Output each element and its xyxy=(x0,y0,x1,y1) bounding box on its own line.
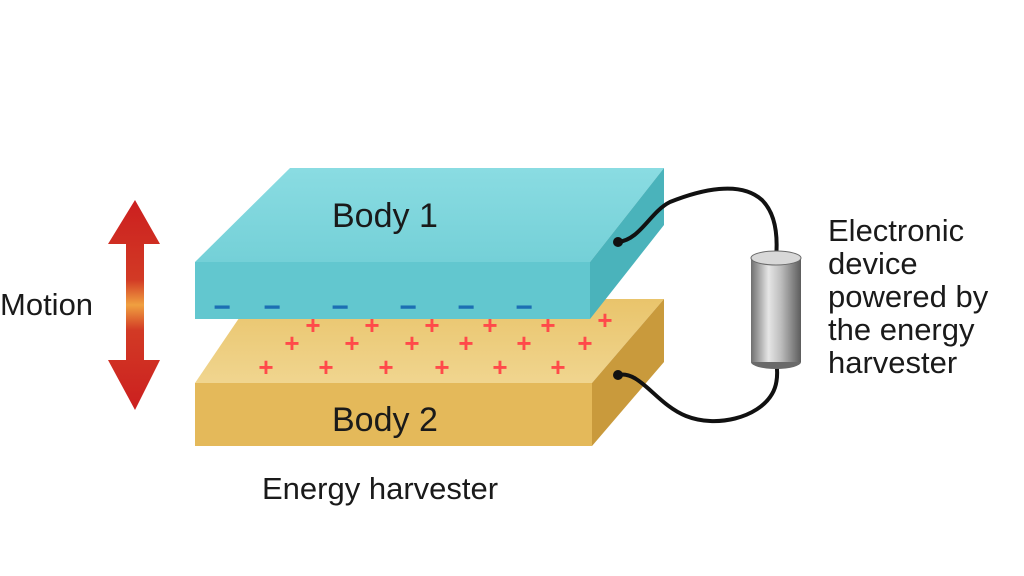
positive-charge: + xyxy=(378,352,393,382)
lower-wire-terminal xyxy=(613,370,623,380)
positive-charge: + xyxy=(344,328,359,358)
device-label-line: powered by xyxy=(828,279,989,314)
negative-charge: − xyxy=(457,291,475,324)
body-1-slab xyxy=(195,168,664,319)
electronic-device-label: Electronic device powered by the energy … xyxy=(828,214,1024,379)
motion-label: Motion xyxy=(0,287,94,322)
negative-charge: − xyxy=(263,291,281,324)
device-label-line: the energy xyxy=(828,312,975,347)
positive-charge: + xyxy=(550,352,565,382)
device-cylinder-top xyxy=(750,250,802,266)
body-1-label: Body 1 xyxy=(332,197,438,235)
body-2-slab xyxy=(195,299,664,446)
positive-charge: + xyxy=(597,305,612,335)
negative-charge: − xyxy=(213,291,231,324)
body-2-side-face xyxy=(592,299,664,446)
body-2-label: Body 2 xyxy=(332,401,438,439)
negative-charge: − xyxy=(399,291,417,324)
body-2-top-face xyxy=(195,299,664,383)
positive-charge: + xyxy=(458,328,473,358)
positive-charge: + xyxy=(258,352,273,382)
positive-charge: + xyxy=(434,352,449,382)
device-cylinder-body xyxy=(751,258,801,362)
device-cylinder-bottom xyxy=(751,362,801,369)
positive-charge: + xyxy=(404,328,419,358)
upper-wire-terminal xyxy=(613,237,623,247)
body-1-front-face xyxy=(195,262,590,319)
lower-wire xyxy=(617,359,780,424)
energy-harvester-label: Energy harvester xyxy=(262,471,499,506)
positive-charge: + xyxy=(577,328,592,358)
negative-charge: − xyxy=(331,291,349,324)
device-label-line: harvester xyxy=(828,345,958,380)
positive-charge: + xyxy=(492,352,507,382)
positive-charge: + xyxy=(516,328,531,358)
device-label-line: Electronic xyxy=(828,213,965,248)
device-label-line: device xyxy=(828,246,918,281)
upper-wire xyxy=(617,186,779,259)
motion-arrow xyxy=(108,200,160,410)
positive-charge: + xyxy=(284,328,299,358)
electronic-device xyxy=(750,250,802,369)
motion-arrow-shape xyxy=(108,200,160,410)
positive-charge: + xyxy=(318,352,333,382)
body-1-top-face xyxy=(195,168,664,262)
negative-charge: − xyxy=(515,291,533,324)
body-1-side-face xyxy=(590,168,664,319)
negative-charges: −−−−−− xyxy=(213,291,533,324)
body-2-front-face xyxy=(195,383,592,446)
